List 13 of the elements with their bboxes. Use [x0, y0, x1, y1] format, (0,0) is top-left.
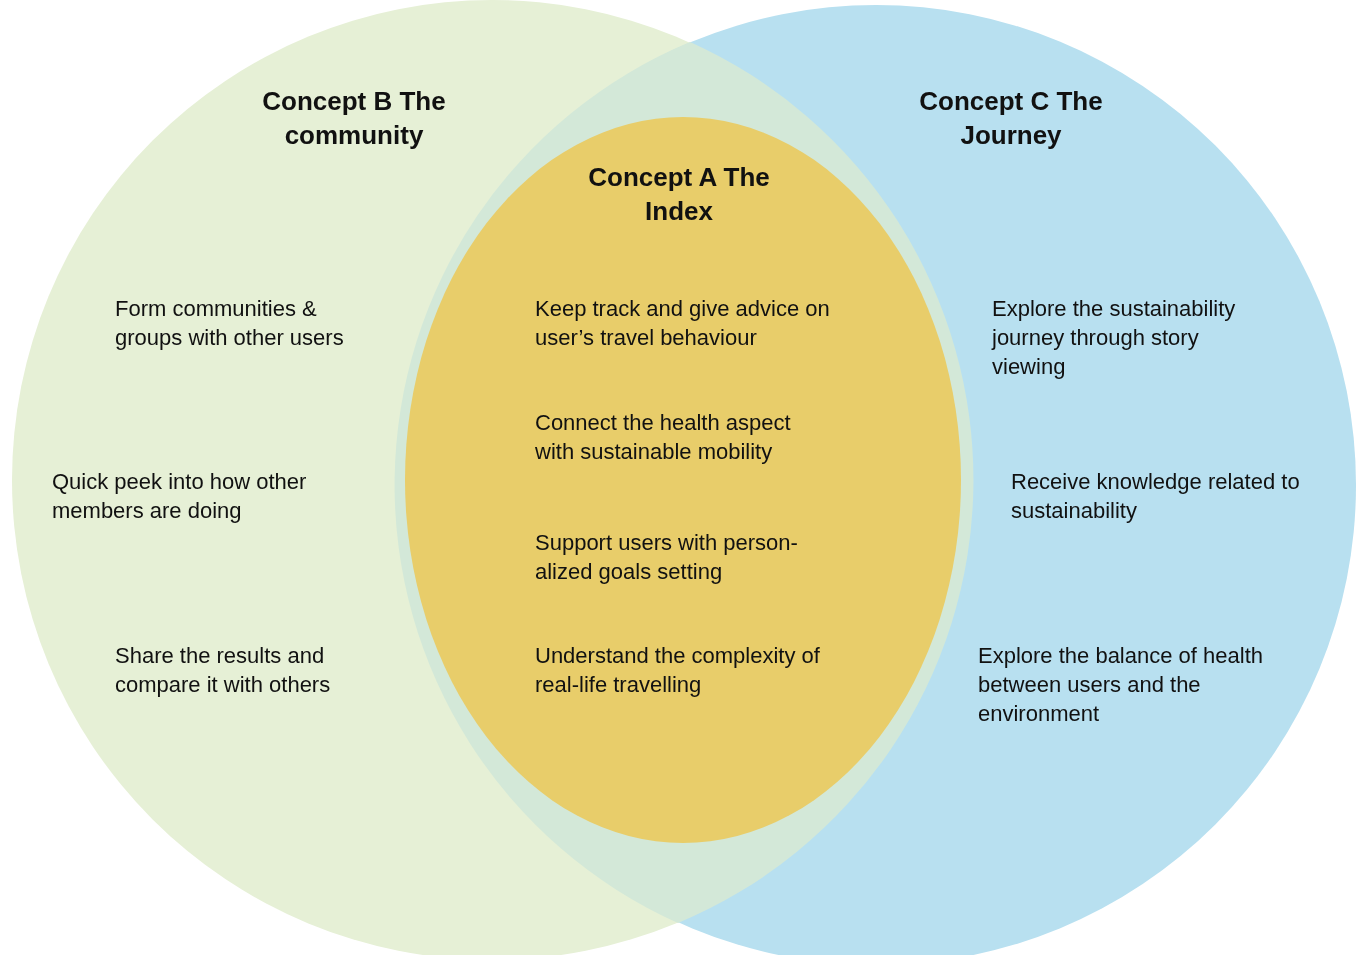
feature-text: Understand the complexity of real-life travelling: [535, 642, 821, 699]
feature-text: Explore the sustainability journey through story viewing: [992, 295, 1237, 381]
feature-text: Explore the balance of health between users and the environment: [978, 642, 1263, 728]
feature-text: Support users with person- alized goals setting: [535, 529, 799, 586]
concept-heading: Concept C The Journey: [918, 85, 1104, 152]
feature-text: Receive knowledge related to sustainability: [1011, 468, 1301, 525]
concept-heading: Concept B The community: [261, 85, 447, 152]
feature-text: Share the results and compare it with others: [115, 642, 332, 699]
feature-text: Connect the health aspect with sustainable mobility: [535, 409, 792, 466]
feature-text: Form communities & groups with other users: [115, 295, 345, 352]
feature-text: Keep track and give advice on user’s travel behaviour: [535, 295, 831, 352]
feature-text: Quick peek into how other members are doing: [52, 468, 308, 525]
concept-heading: Concept A The Index: [587, 161, 771, 228]
